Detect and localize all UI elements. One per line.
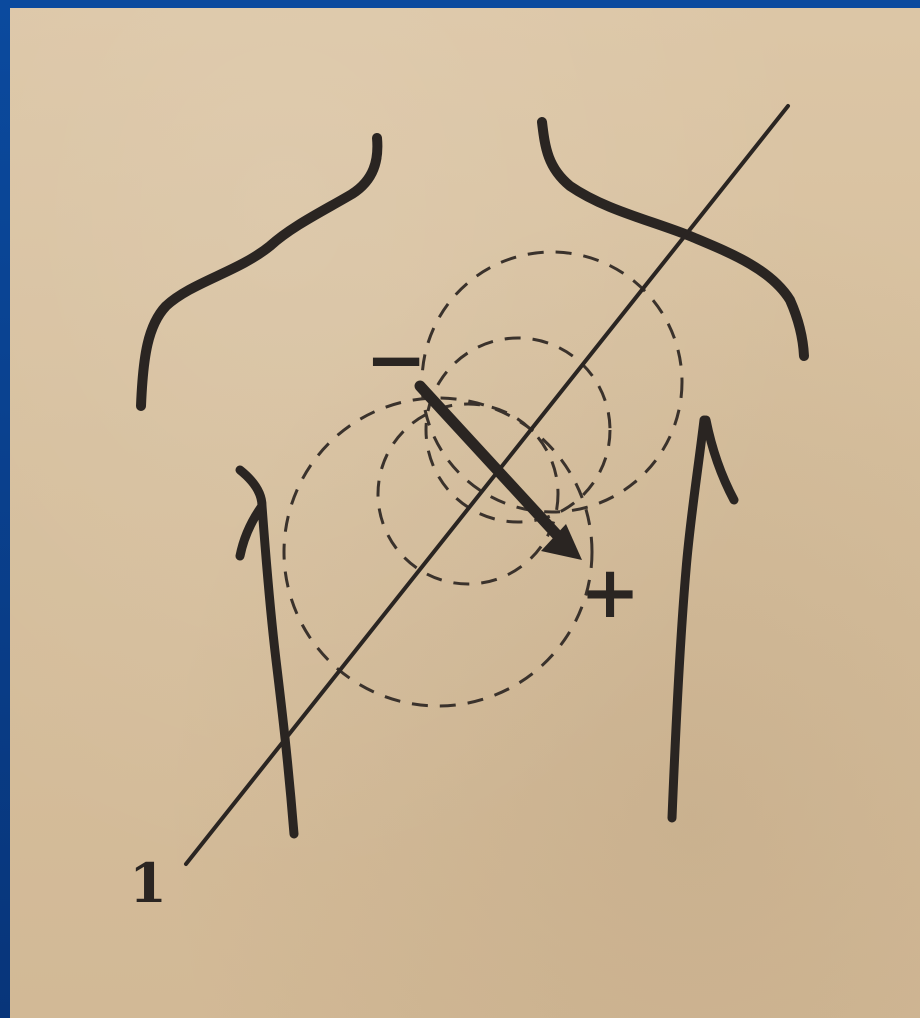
arrow-shaft <box>420 386 558 536</box>
lead-number-label: 1 <box>129 851 167 915</box>
right-torso-line <box>672 420 734 818</box>
positive-pole-label: + <box>580 549 640 634</box>
negative-pole-label: − <box>365 317 427 403</box>
right-shoulder-line <box>542 122 804 356</box>
torso-outline <box>141 122 804 834</box>
dashed-circles <box>284 252 682 706</box>
left-shoulder-line <box>141 138 377 406</box>
